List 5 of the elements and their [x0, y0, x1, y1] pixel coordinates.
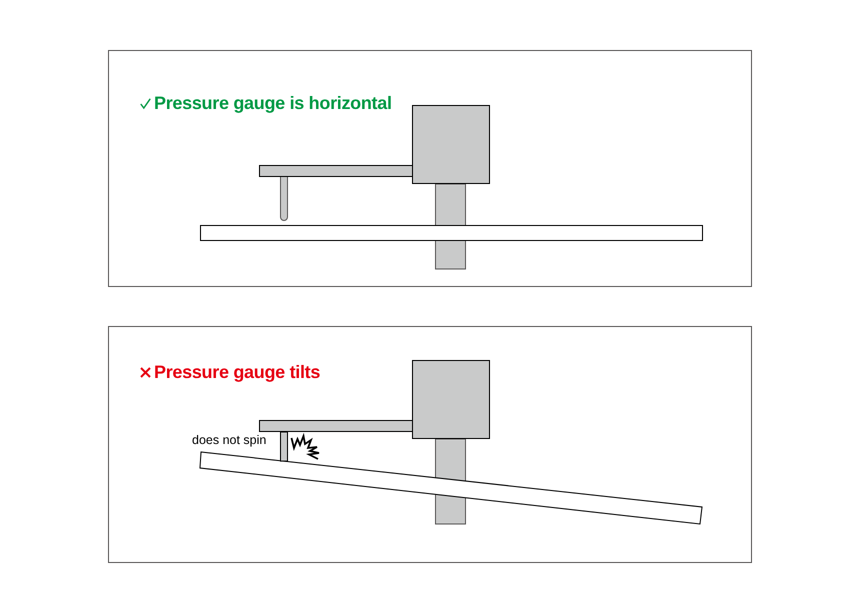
comparison-panel	[108, 50, 752, 287]
panel-heading: Pressure gauge is horizontal	[154, 93, 392, 113]
panel-heading: Pressure gauge tilts	[154, 362, 320, 382]
comparison-panel	[108, 326, 752, 563]
annotation-text: does not spin	[192, 433, 266, 447]
